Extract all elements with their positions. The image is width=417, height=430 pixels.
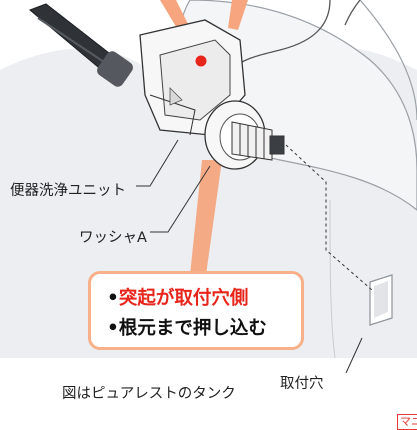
instruction-callout: •突起が取付穴側 •根元まで押し込む	[88, 271, 304, 350]
corner-note: マニ	[397, 414, 417, 430]
bullet: •	[107, 288, 119, 309]
washer-label: ワッシャA	[79, 230, 147, 246]
mounting-hole-label: 取付穴	[280, 376, 324, 392]
peach-arrows	[160, 0, 248, 275]
leader-lines	[136, 139, 363, 374]
caption: 図はピュアレストのタンク	[62, 386, 236, 402]
callout-line-1: •突起が取付穴側	[107, 284, 248, 310]
flush-unit-label: 便器洗浄ユニット	[10, 183, 126, 199]
flush-unit	[29, 3, 373, 291]
callout-highlight: 突起が取付穴側	[118, 288, 249, 309]
callout-line-2: •根元まで押し込む	[107, 318, 267, 339]
